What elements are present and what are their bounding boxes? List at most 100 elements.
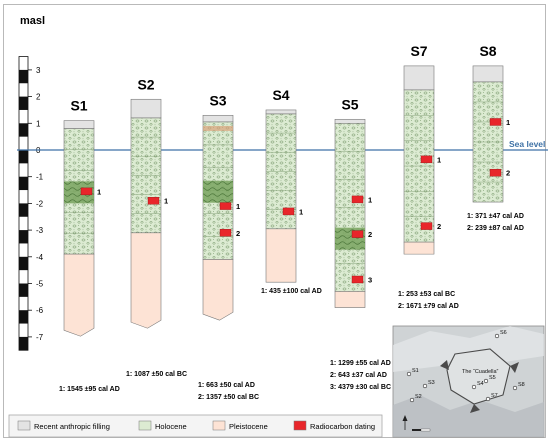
core-label: S4 [272, 87, 289, 103]
map-site-marker [409, 397, 415, 403]
legend-swatch [293, 420, 307, 431]
sample-marker: 2 [437, 222, 441, 231]
scale-bar-segment [19, 283, 28, 297]
legend-item-radiocarbon: Radiocarbon dating [293, 420, 375, 431]
recent-filling-layer [472, 65, 504, 83]
radiocarbon-sample [219, 202, 232, 210]
scale-bar-segment [19, 203, 28, 217]
core-s4: S4 1 1: 435 ±100 cal AD [261, 87, 322, 295]
sample-marker: 2 [368, 230, 372, 239]
core-label: S1 [70, 98, 87, 114]
bastion-south [470, 404, 480, 413]
core-label: S5 [341, 96, 358, 112]
pleistocene-layer [403, 241, 435, 255]
radiocarbon-sample [351, 195, 364, 204]
pleistocene-layer [265, 228, 297, 283]
map-site-s5: S5 [483, 375, 496, 384]
dark-holocene-band [203, 180, 233, 203]
map-site-label: S3 [428, 380, 435, 386]
bastion-east [510, 362, 519, 373]
date-label: 3: 4379 ±30 cal BC [330, 384, 391, 391]
radiocarbon-sample [282, 207, 295, 216]
elevation-tick-label: -2 [36, 199, 44, 208]
elevation-tick-label: 2 [36, 93, 41, 102]
sample-marker: 1 [299, 207, 303, 216]
sample-marker: 1 [236, 202, 240, 211]
date-label: 1: 1299 ±55 cal AD [330, 360, 391, 367]
map-site-s4: S4 [471, 381, 484, 390]
elevation-tick-label: -6 [36, 306, 44, 315]
map-site-marker [406, 371, 412, 377]
map-site-label: S5 [489, 375, 496, 381]
recent-filling-layer [63, 120, 95, 129]
date-label: 1: 1087 ±50 cal BC [126, 371, 187, 378]
elevation-tick-label: -1 [36, 173, 44, 182]
date-label: 1: 435 ±100 cal AD [261, 288, 322, 295]
map-site-label: S7 [491, 393, 498, 399]
map-site-marker [512, 385, 518, 391]
map-site-s3: S3 [422, 380, 435, 389]
date-label: 1: 371 ±47 cal AD [467, 213, 524, 220]
recent-filling-layer [265, 109, 297, 115]
elevation-scale: masl 3210-1-2-3-4-5-6-7 [18, 15, 45, 351]
legend-swatch [138, 420, 152, 431]
map-site-marker [494, 333, 500, 339]
sample-marker: 1 [97, 187, 101, 196]
map-site-s7: S7 [485, 393, 498, 402]
legend-label: Recent anthropic filling [34, 422, 110, 431]
date-label: 2: 1357 ±50 cal BC [198, 394, 259, 401]
core-label: S8 [479, 43, 496, 59]
pleistocene-layer [202, 259, 234, 321]
radiocarbon-sample [420, 155, 433, 164]
elevation-tick-labels: 3210-1-2-3-4-5-6-7 [28, 66, 44, 342]
elevation-tick-label: -3 [36, 226, 44, 235]
radiocarbon-sample [351, 230, 364, 238]
pleistocene-layer [334, 291, 366, 308]
elevation-tick-label: 3 [36, 66, 41, 75]
sample-marker: 1 [506, 118, 510, 127]
map-site-marker [485, 396, 491, 402]
sample-marker: 1 [368, 195, 372, 204]
core-label: S3 [209, 92, 226, 108]
legend-label: Radiocarbon dating [310, 422, 375, 431]
bastion-west [440, 360, 449, 370]
scale-bar-segment [19, 69, 28, 84]
pleistocene-layer [63, 253, 95, 337]
sample-marker: 2 [506, 169, 510, 178]
elevation-tick-label: 1 [36, 119, 41, 128]
scale-bar-segment [19, 336, 28, 351]
date-label: 2: 643 ±37 cal AD [330, 372, 387, 379]
recent-filling-layer [130, 98, 162, 119]
recent-filling-layer [403, 65, 435, 91]
map-site-label: S2 [415, 394, 422, 400]
map-citadel-label: The “Cuadella” [462, 369, 499, 375]
scale-bar-segment [19, 96, 28, 110]
sample-marker: 1 [437, 155, 441, 164]
pleistocene-layer [130, 232, 162, 329]
date-label: 2: 1671 ±79 cal AD [398, 303, 459, 310]
sample-marker: 1 [164, 197, 168, 206]
map-site-marker [422, 383, 428, 389]
north-arrow-icon [402, 415, 408, 430]
map-terrain-light [393, 326, 544, 372]
scale-bar-segment [19, 176, 28, 191]
date-label: 1: 253 ±53 cal BC [398, 291, 455, 298]
radiocarbon-sample [80, 187, 93, 196]
scale-bar-segment [19, 123, 28, 137]
scale-bar-segment [19, 256, 28, 271]
radiocarbon-sample [489, 118, 502, 126]
map-terrain-dark [393, 395, 544, 437]
date-label: 2: 239 ±87 cal AD [467, 225, 524, 232]
core-s8: S8 1 2 1: 371 ±47 cal AD 2: 239 ±87 cal AD [467, 43, 524, 232]
sea-level-label: Sea level [509, 139, 545, 149]
sample-marker: 2 [236, 229, 240, 238]
recent-filling-layer [334, 118, 366, 124]
elevation-tick-label: -5 [36, 280, 44, 289]
sample-marker: 3 [368, 275, 372, 284]
scale-bar-segment [19, 150, 28, 164]
scale-bar-icon [412, 428, 431, 432]
